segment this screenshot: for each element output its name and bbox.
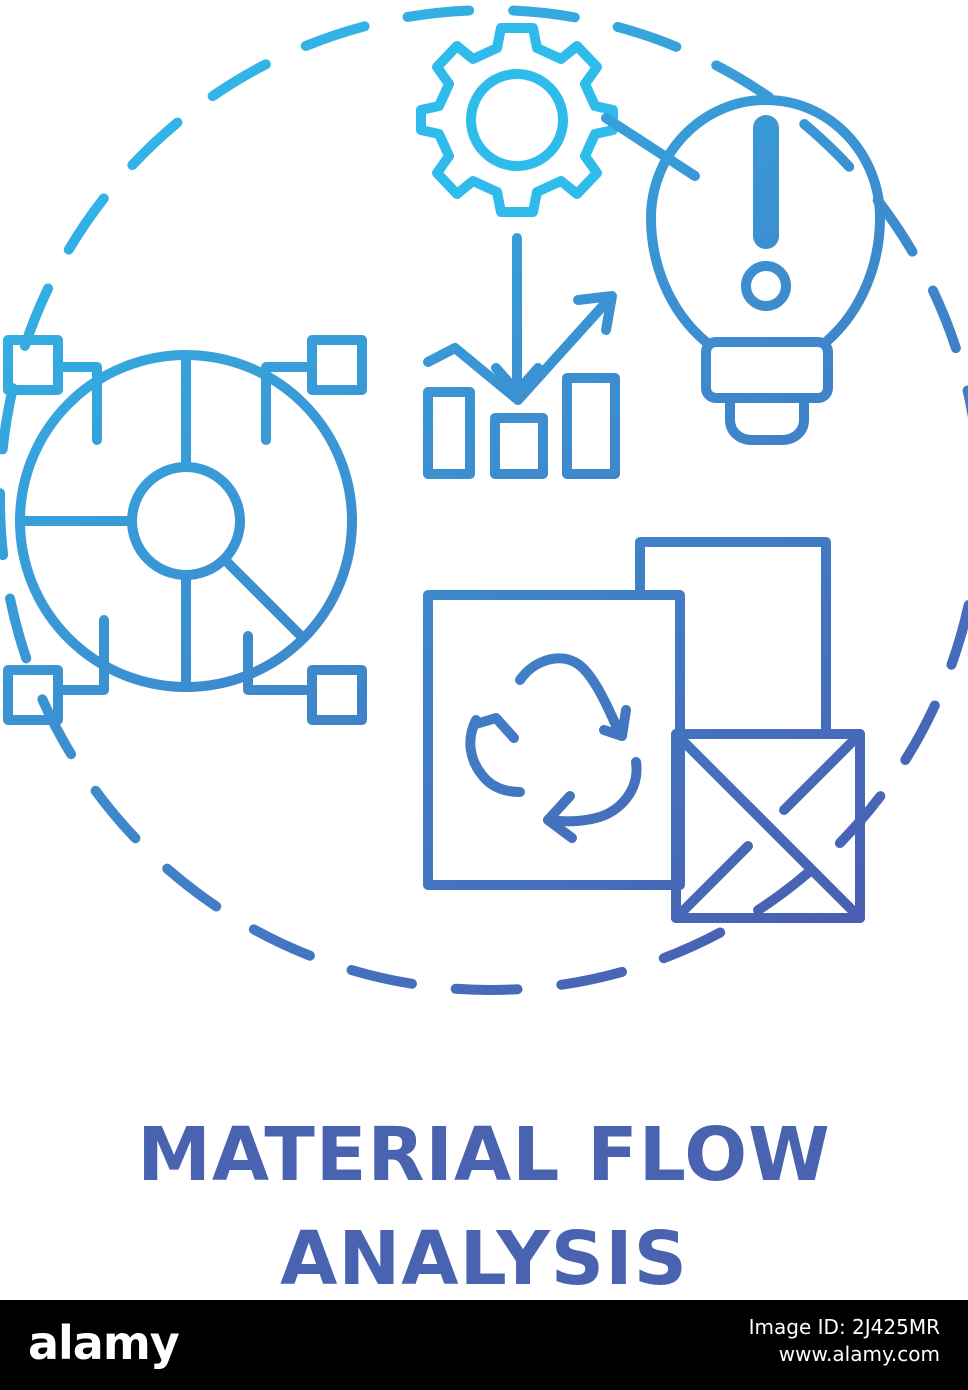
gear-to-chart-arrowhead [491, 363, 543, 397]
dashed-ring [0, 5, 968, 995]
brand-logo: alamy [28, 1316, 180, 1370]
growth-chart-icon [423, 291, 620, 479]
gear-icon [416, 23, 618, 217]
title-line-2: ANALYSIS [280, 1216, 688, 1302]
site-url: www.alamy.com [778, 1342, 940, 1366]
recycle-box-icon [423, 537, 831, 890]
concept-illustration [0, 5, 968, 995]
title-line-1: MATERIAL FLOW [137, 1112, 831, 1198]
watermark-footer: alamy Image ID: 2J425MR www.alamy.com [0, 1300, 968, 1390]
image-info: Image ID: 2J425MR www.alamy.com [749, 1314, 940, 1368]
network-circle-icon [3, 335, 367, 725]
gear-to-bulb-line [601, 113, 700, 181]
lightbulb-exclamation-icon [646, 95, 885, 445]
image-id: Image ID: 2J425MR [748, 1315, 940, 1339]
parcel-icon [671, 729, 865, 923]
